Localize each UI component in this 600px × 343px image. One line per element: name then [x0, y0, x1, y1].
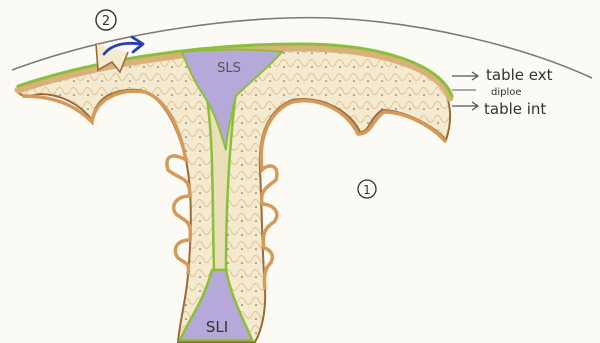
table-int-label: table int	[484, 100, 546, 118]
pointer-table-ext	[452, 72, 478, 80]
marker-one-label: 1	[363, 183, 371, 197]
marker-two-label: 2	[102, 14, 110, 29]
table-ext-label: table ext	[486, 66, 553, 84]
inner-table-right	[261, 101, 446, 290]
pointer-table-int	[452, 102, 478, 110]
diploe-label: diploe	[491, 87, 522, 98]
inner-table-left	[22, 91, 190, 275]
sls-label: SLS	[217, 61, 241, 76]
sli-label: SLI	[206, 318, 228, 336]
